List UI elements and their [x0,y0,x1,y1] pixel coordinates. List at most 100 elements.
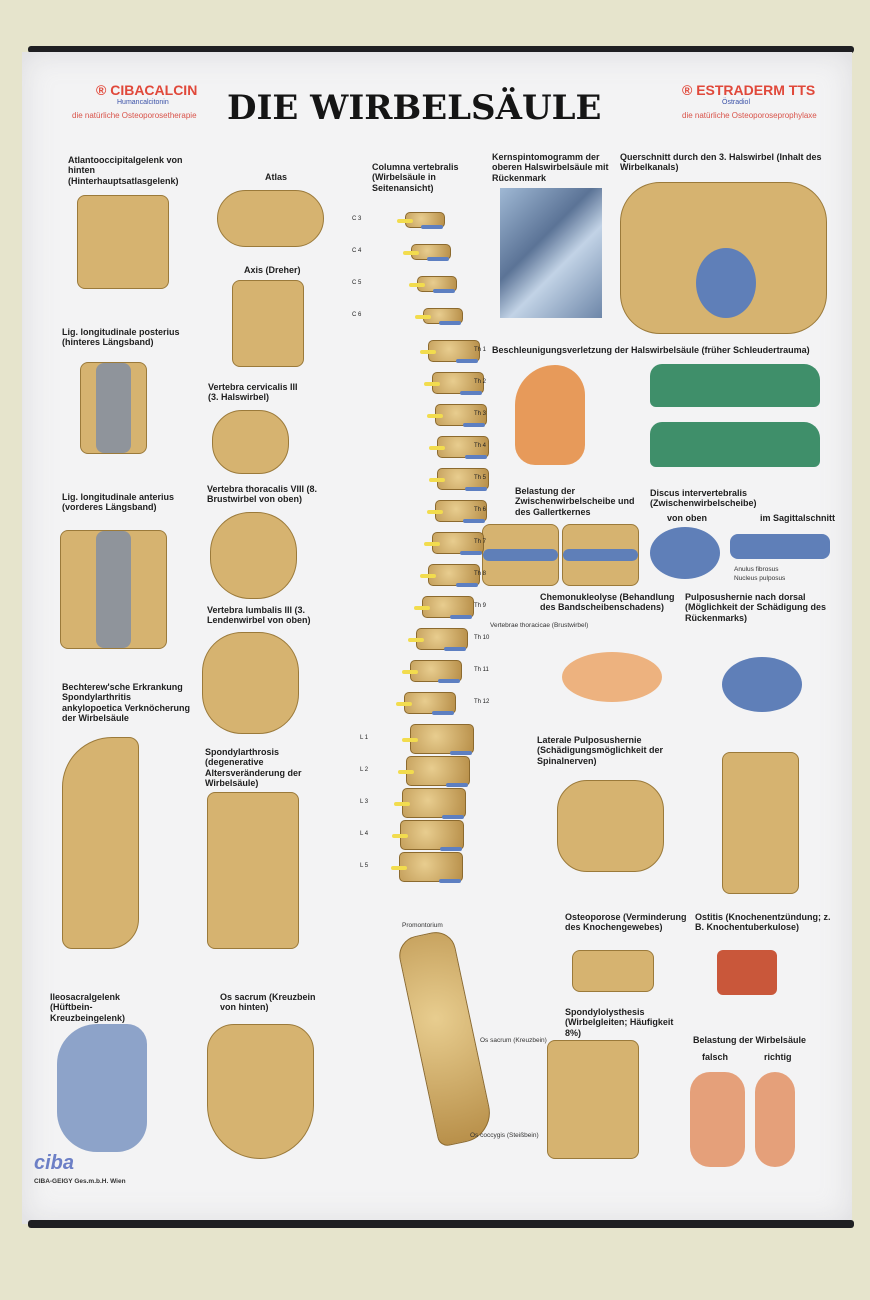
vertebra [405,756,470,786]
vertebra-label: Th 2 [474,379,487,385]
vertebra-label: C 5 [352,280,362,286]
spinal-nerve [396,219,413,223]
heading-lig-ant: Lig. longitudinale anterius (vorderes Lä… [62,492,175,513]
vertebra-label: C 4 [352,248,362,254]
spinal-nerve [414,315,431,319]
spinal-nerve [414,606,431,610]
label-promontorium: Promontorium [402,922,443,929]
dorsal-hernia-illustration [722,657,802,712]
querschnitt-illustration [620,182,827,334]
vertebra-label: Th 7 [474,539,487,545]
label-vert-thoracicae: Vertebrae thoracicae (Brustwirbel) [490,622,589,629]
vertebra-label: Th 11 [474,667,489,673]
ileosacral-illustration [57,1024,147,1152]
disc-load-illustration-1 [482,524,559,586]
intervertebral-disc [439,847,462,851]
bottom-rod [28,1220,854,1228]
left-brand-tagline: die natürliche Osteoporosetherapie [72,111,197,120]
spinal-nerve [402,670,419,674]
cervical-illustration [212,410,289,474]
right-brand-sub: Östradiol [722,99,751,106]
label-richtig: richtig [764,1052,792,1062]
heading-cervical: Vertebra cervicalis III (3. Halswirbel) [208,382,298,403]
disc-sagittal-illustration [730,534,830,559]
vertebra [401,788,466,818]
heading-axis: Axis (Dreher) [244,265,301,275]
heading-atlas: Atlas [265,172,288,182]
intervertebral-disc [431,711,454,715]
thoracic-illustration [210,512,297,599]
vertebra-label: Th 5 [474,475,487,481]
spinal-nerve [420,350,437,354]
left-brand-sub: Humancalcitonin [117,99,169,106]
lumbar-illustration [202,632,299,734]
mri-image [500,188,602,318]
vertebra-label: L 5 [360,863,369,869]
heading-querschnitt: Querschnitt durch den 3. Halswirbel (Inh… [620,152,822,173]
vertebra-label: Th 10 [474,635,490,641]
ciba-logo: ciba [34,1152,75,1174]
vertebra-label: L 4 [360,831,369,837]
chemo-illustration [562,652,662,702]
intervertebral-disc [450,751,473,755]
heading-discus: Discus intervertebralis (Zwischenwirbels… [650,488,757,509]
spinal-nerve [408,638,425,642]
intervertebral-disc [433,289,456,293]
right-brand-tagline: die natürliche Osteoporoseprophylaxe [682,111,817,120]
heading-columna: Columna vertebralis (Wirbelsäule in Seit… [372,162,459,193]
intervertebral-disc [420,225,443,229]
intervertebral-disc [444,647,467,651]
vertebra [399,852,463,882]
heading-ileosacral: Ileosacralgelenk (Hüftbein-Kreuzbeingele… [50,992,126,1023]
vertebra [399,820,464,850]
right-brand-name: ® ESTRADERM TTS [682,82,816,98]
intervertebral-disc [439,879,461,883]
figure-richtig [755,1072,795,1167]
intervertebral-disc [460,551,482,555]
vertebra-label: Th 1 [474,347,487,353]
intervertebral-disc [450,615,473,619]
car-illustration-2 [650,422,820,467]
heading-mri: Kernspintomogramm der oberen Halswirbels… [492,152,609,183]
heading-chemo: Chemonukleolyse (Behandlung des Bandsche… [540,592,675,613]
spinal-nerve [393,802,410,806]
label-os-sacrum: Os sacrum (Kreuzbein) [480,1037,547,1044]
intervertebral-disc [464,487,487,491]
vertebra-label: Th 3 [474,411,487,417]
sacrum-illustration [207,1024,314,1159]
intervertebral-disc [456,359,479,363]
heading-atlantooccipital: Atlantooccipitalgelenk von hinten (Hinte… [68,155,183,186]
intervertebral-disc [460,391,483,395]
intervertebral-disc [438,679,461,683]
heading-sacrum: Os sacrum (Kreuzbein von hinten) [220,992,316,1013]
heading-dorsal: Pulposushernie nach dorsal (Möglichkeit … [685,592,827,623]
spinal-nerve [427,510,444,514]
heading-osteoporose: Osteoporose (Verminderung des Knochengew… [565,912,687,933]
spinal-nerve [424,382,441,386]
label-nucleus: Nucleus pulposus [734,575,786,582]
intervertebral-disc [441,815,464,819]
intervertebral-disc [464,455,487,459]
poster-title: DIE WIRBELSÄULE [227,88,602,128]
label-falsch: falsch [702,1052,729,1062]
car-illustration-1 [650,364,820,407]
vertebra-label: C 6 [352,312,362,318]
spinal-nerve [397,770,414,774]
atlantooccipital-illustration [77,195,169,289]
vertebra-label: Th 6 [474,507,487,513]
spinal-nerve [395,702,412,706]
heading-discus-sag: im Sagittalschnitt [760,513,836,523]
heading-lateral: Laterale Pulposushernie (Schädigungsmögl… [537,735,664,766]
publisher: CIBA-GEIGY Ges.m.b.H. Wien [34,1178,126,1185]
disc-load-illustration-2 [562,524,639,586]
intervertebral-disc [455,583,478,587]
spinal-nerve [391,834,408,838]
spinal-nerve [428,478,445,482]
spondylarthrosis-illustration [207,792,299,949]
intervertebral-disc [438,321,461,325]
poster: ® CIBACALCIN Humancalcitonin die natürli… [22,52,852,1224]
ostitis-illustration [717,950,777,995]
lateral-hernia-illustration [557,780,664,872]
osteoporose-illustration [572,950,654,992]
heading-lumbar: Vertebra lumbalis III (3. Lendenwirbel v… [207,605,311,626]
